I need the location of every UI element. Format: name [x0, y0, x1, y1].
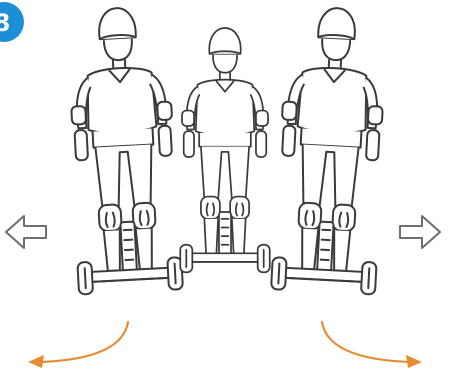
step-badge-label: 8 — [0, 9, 10, 37]
step-badge: 8 — [0, 2, 24, 42]
turn-left-arrow-icon — [28, 322, 128, 368]
turn-right-arrow-icon — [322, 322, 422, 368]
arrow-right-icon — [400, 216, 440, 248]
rider-right-icon — [271, 5, 390, 294]
arrow-left-icon — [6, 216, 46, 248]
rider-left-icon — [64, 5, 183, 294]
rider-center-icon — [180, 28, 269, 272]
